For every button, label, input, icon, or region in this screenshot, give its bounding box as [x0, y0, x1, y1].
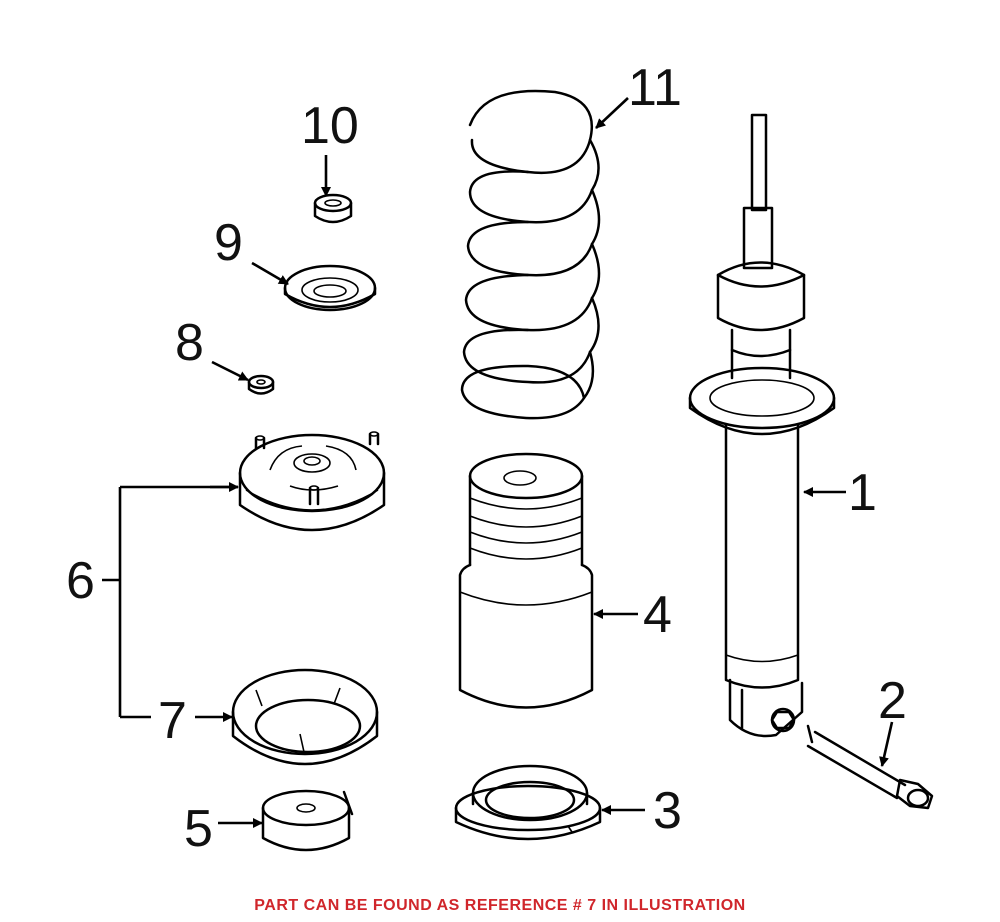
ref-label-10: 10 — [301, 97, 359, 155]
part-6-upper-mount[interactable] — [238, 431, 386, 532]
reference-caption: PART CAN BE FOUND AS REFERENCE # 7 IN IL… — [254, 897, 746, 914]
part-11-coil-spring[interactable] — [460, 89, 601, 420]
ref-label-8: 8 — [175, 314, 204, 372]
ref-label-3: 3 — [653, 782, 682, 840]
ref-label-1: 1 — [848, 464, 877, 522]
part-1-shock-absorber[interactable] — [688, 113, 836, 738]
ref-label-5: 5 — [184, 800, 213, 858]
ref-label-2: 2 — [878, 672, 907, 730]
ref-label-11: 11 — [628, 59, 682, 117]
leader-lines — [102, 97, 894, 828]
part-10-bushing[interactable] — [313, 193, 353, 224]
bracket-6 — [102, 485, 238, 719]
part-5-cap[interactable] — [261, 789, 354, 852]
part-2-bolt[interactable] — [806, 724, 934, 810]
ref-label-6: 6 — [66, 552, 95, 610]
part-9-washer[interactable] — [283, 264, 377, 312]
ref-label-4: 4 — [643, 586, 672, 644]
part-3-spring-seat[interactable] — [454, 764, 602, 841]
part-7-isolator[interactable] — [231, 668, 379, 766]
part-8-nut[interactable] — [247, 374, 275, 395]
part-4-bump-stop[interactable] — [458, 452, 594, 709]
ref-label-7: 7 — [158, 692, 187, 750]
ref-label-9: 9 — [214, 214, 243, 272]
